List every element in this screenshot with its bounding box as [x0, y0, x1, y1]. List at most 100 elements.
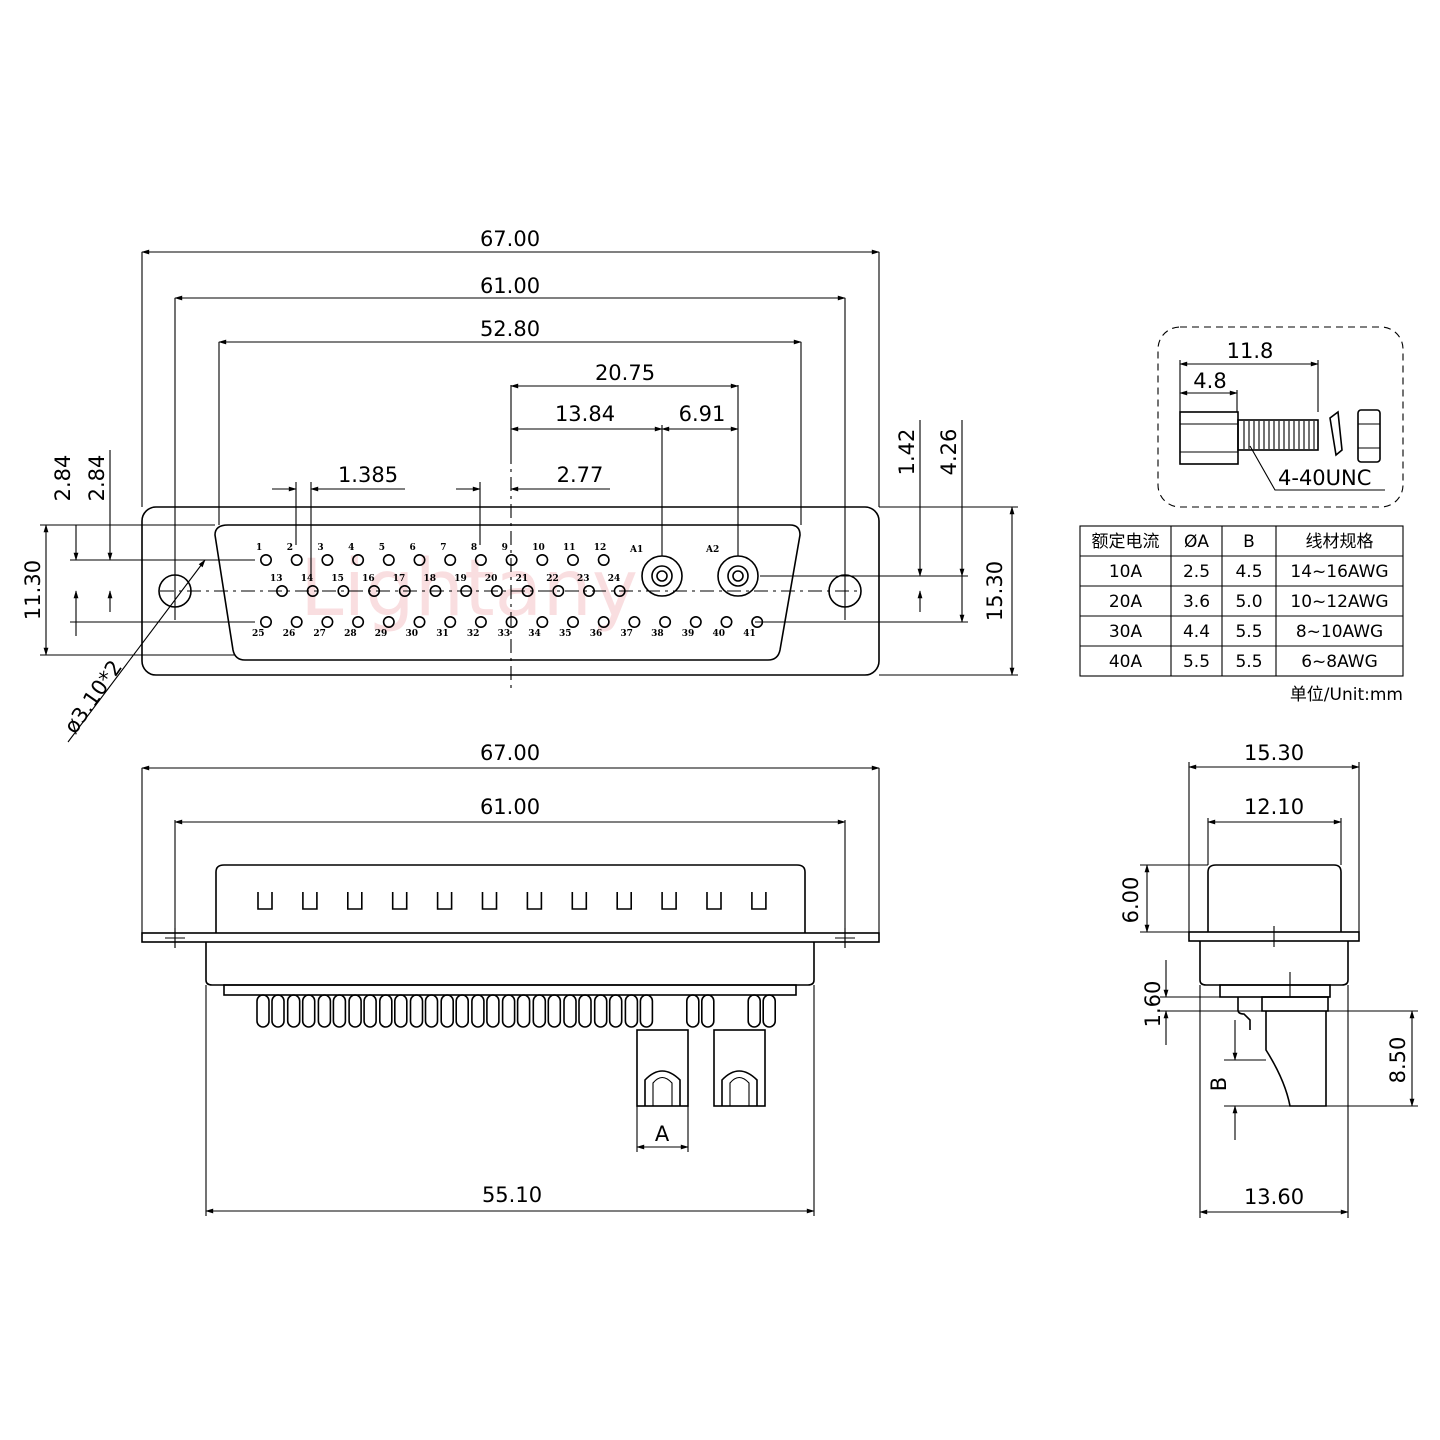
dim-top-mount: 61.00: [480, 795, 540, 819]
table-header: B: [1243, 532, 1255, 552]
pin-label: 32: [467, 629, 480, 639]
dim-row-off-2: 2.84: [85, 455, 109, 502]
dim-mount-spacing: 61.00: [480, 274, 540, 298]
slot: [391, 892, 408, 910]
dim-hole: ø3.10*2: [59, 656, 127, 738]
pin-6: [413, 553, 426, 566]
pin-tail: [578, 994, 592, 1028]
dim-pin-pitch: 1.385: [338, 463, 398, 487]
pin-38: [659, 615, 672, 628]
screw-detail-frame: [1157, 326, 1404, 508]
pin-tail: [685, 994, 700, 1028]
pin-tail: [363, 994, 377, 1028]
pin-label: 14: [301, 574, 314, 584]
unit-note: 单位/Unit:mm: [1290, 685, 1403, 705]
screw-thread-label: 4-40UNC: [1278, 466, 1371, 490]
pin-8: [474, 553, 487, 566]
dim-screw-head: 4.8: [1193, 369, 1226, 393]
pin-label: 31: [436, 629, 449, 639]
pin-27: [321, 615, 334, 628]
pin-5: [382, 553, 395, 566]
top-flange: [141, 932, 880, 943]
dim-side-height: 6.00: [1119, 877, 1143, 924]
pin-tail: [501, 994, 516, 1028]
table-cell: 20A: [1109, 592, 1143, 612]
pin-tail: [486, 994, 500, 1028]
power-contact-a1: [641, 555, 683, 597]
pin-label: 12: [594, 543, 607, 553]
top-view: 67.00 61.00 A 55.10: [141, 741, 880, 1216]
pin-tail: [516, 994, 531, 1028]
pin-label: 26: [283, 629, 296, 639]
pin-22: [552, 584, 565, 597]
slot: [257, 892, 273, 910]
pin-label: 15: [331, 574, 344, 584]
pin-26: [290, 615, 303, 628]
table-cell: 5.5: [1235, 622, 1262, 642]
pin-label: 16: [362, 574, 375, 584]
slot: [661, 892, 677, 910]
slot: [347, 892, 363, 910]
dim-v-off-1: 1.42: [895, 429, 919, 476]
pin-label: 2: [287, 543, 293, 553]
power-tail-a2: [713, 1029, 766, 1107]
pin-tail: [286, 994, 301, 1028]
pin-4: [352, 553, 365, 566]
top-body: [205, 942, 815, 986]
screw-detail: 11.8 4.8 4-40UNC: [1157, 326, 1404, 508]
pin-label: 18: [424, 574, 437, 584]
pin-tail: [639, 994, 654, 1028]
pin-tail: [471, 994, 485, 1028]
dim-side-shell: 12.10: [1244, 795, 1304, 819]
dim-row-off-1: 2.84: [51, 455, 75, 502]
pin-label: 5: [379, 543, 385, 553]
table-header: ØA: [1184, 532, 1209, 552]
dim-side-tail: 8.50: [1386, 1037, 1410, 1084]
dim-height-outer: 15.30: [983, 561, 1007, 621]
pin-37: [628, 615, 641, 628]
pin-tail: [393, 994, 408, 1028]
pin-tail: [440, 994, 455, 1028]
slot: [751, 892, 767, 910]
table-cell: 8~10AWG: [1296, 622, 1383, 642]
pin-35: [566, 615, 579, 628]
pin-label-a2: A2: [705, 545, 719, 555]
dim-shell: 52.80: [480, 317, 540, 341]
table-cell: 40A: [1109, 652, 1143, 672]
slot: [302, 892, 318, 910]
table-cell: 14~16AWG: [1290, 562, 1388, 582]
pin-12: [597, 553, 610, 566]
pin-34: [536, 615, 549, 628]
table-cell: 10~12AWG: [1290, 592, 1388, 612]
table-cell: 4.4: [1183, 622, 1210, 642]
dim-height-inner: 11.30: [21, 560, 45, 620]
screw-nut: [1357, 409, 1381, 463]
pin-tail: [747, 994, 762, 1028]
pin-label: 36: [590, 629, 603, 639]
dim-a: A: [655, 1122, 670, 1146]
dim-side-base: 13.60: [1244, 1185, 1304, 1209]
pin-36: [597, 615, 610, 628]
pin-tail: [332, 994, 347, 1028]
table-cell: 10A: [1109, 562, 1143, 582]
table-cell: 30A: [1109, 622, 1143, 642]
pin-label: 21: [516, 574, 529, 584]
top-slots: [257, 892, 767, 910]
pin-29: [382, 615, 395, 628]
pin-label: 20: [485, 574, 498, 584]
pin-label: 17: [393, 574, 406, 584]
pin-30: [413, 615, 426, 628]
screw-thread: [1237, 419, 1319, 451]
pin-label: 9: [502, 543, 508, 553]
pin-label: 10: [532, 543, 545, 553]
pin-label: 38: [651, 629, 664, 639]
pin-label: 13: [270, 574, 283, 584]
pin-tail: [348, 994, 362, 1028]
pin-tail: [424, 994, 439, 1028]
pin-tail: [317, 994, 332, 1028]
pin-28: [352, 615, 365, 628]
pin-32: [474, 615, 487, 628]
